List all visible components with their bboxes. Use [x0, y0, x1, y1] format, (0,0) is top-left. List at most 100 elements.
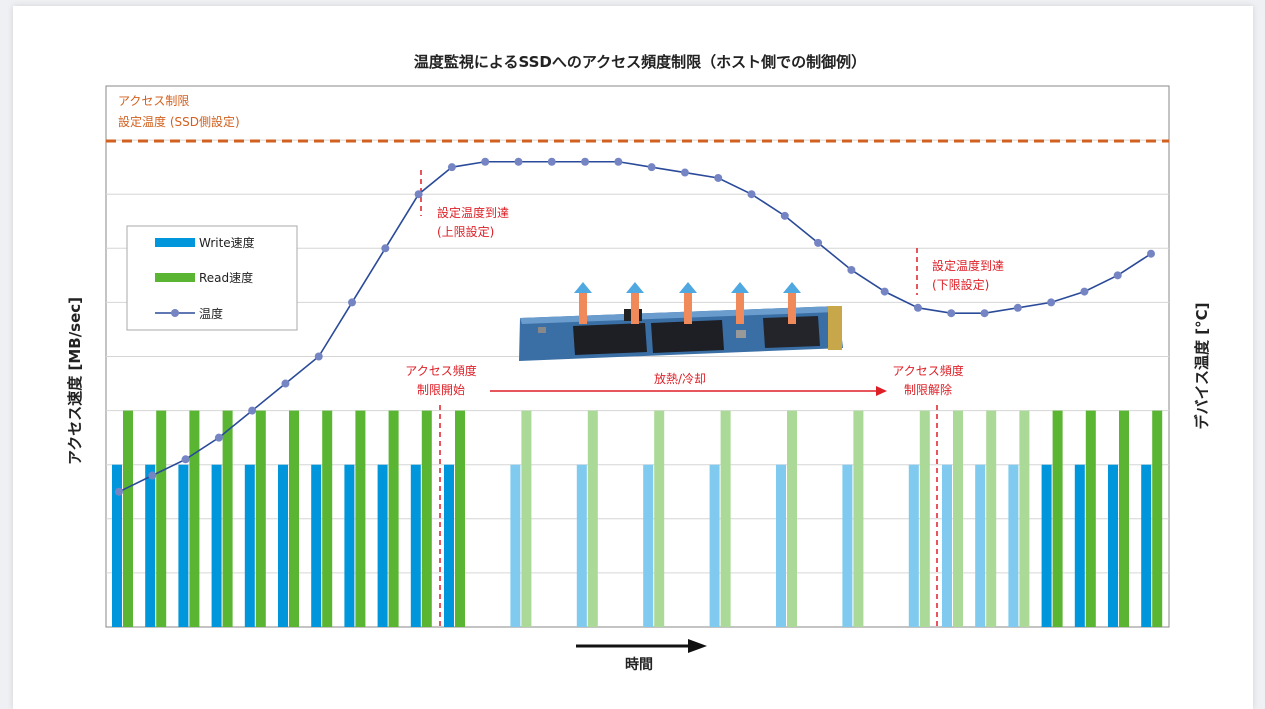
bar-write — [244, 464, 255, 627]
temperature-point — [714, 173, 723, 182]
cooling-label: 放熱/冷却 — [654, 371, 706, 386]
temperature-point — [1047, 298, 1056, 307]
legend-swatch-temp-point — [171, 309, 179, 317]
bar-write — [942, 464, 952, 627]
temperature-point — [847, 265, 856, 274]
bar-write — [444, 464, 454, 627]
temperature-point — [1080, 287, 1089, 296]
temperature-point — [248, 406, 257, 415]
temperature-point — [148, 471, 157, 480]
bar-series — [112, 410, 1163, 627]
bar-write — [278, 464, 288, 627]
temperature-point — [214, 433, 223, 442]
bar-read — [322, 410, 333, 627]
temperature-point — [747, 190, 756, 199]
temperature-point — [281, 379, 290, 388]
bar-read — [1152, 410, 1163, 627]
temperature-point — [780, 211, 789, 220]
bar-read — [255, 410, 266, 627]
bar-read — [787, 410, 797, 627]
end-label-1: アクセス頻度 — [892, 363, 963, 378]
temperature-point — [481, 157, 490, 166]
x-axis-label: 時間 — [625, 656, 653, 673]
bar-read — [455, 410, 465, 627]
bar-write — [776, 464, 786, 627]
bar-read — [1052, 410, 1063, 627]
temperature-point — [115, 487, 123, 496]
legend-swatch-read — [155, 273, 195, 282]
heat-arrow — [679, 282, 697, 324]
heat-arrow — [783, 282, 801, 324]
temperature-line — [118, 160, 1152, 493]
legend: Write速度 Read速度 温度 — [126, 225, 298, 331]
end-label-2: 制限解除 — [904, 382, 952, 397]
bar-write — [643, 464, 654, 627]
bar-read — [355, 410, 366, 627]
chart-title: 温度監視によるSSDへのアクセス頻度制限（ホスト側での制御例） — [414, 53, 866, 71]
bar-write — [1108, 464, 1118, 627]
bar-read — [521, 410, 532, 627]
temperature-point — [880, 287, 889, 296]
temperature-point — [647, 163, 656, 172]
temperature-point — [680, 168, 689, 177]
bar-write — [145, 464, 156, 627]
bar-write — [1041, 464, 1052, 627]
temperature-point — [547, 157, 556, 166]
bar-write — [510, 464, 521, 627]
legend-label-temp: 温度 — [199, 306, 223, 321]
bar-write — [975, 464, 986, 627]
bar-read — [289, 410, 299, 627]
temperature-point — [581, 157, 590, 166]
bar-write — [1008, 464, 1019, 627]
ssd-illustration — [519, 306, 843, 361]
bar-read — [156, 410, 167, 627]
temperature-point — [1113, 271, 1122, 280]
bar-write — [576, 464, 587, 627]
bar-write — [311, 464, 322, 627]
limit-label-2: 設定温度 (SSD側設定) — [118, 114, 240, 129]
bar-write — [842, 464, 853, 627]
bar-read — [189, 410, 200, 627]
bar-read — [986, 410, 997, 627]
y2-axis-label: デバイス温度 [°C] — [1193, 303, 1211, 430]
temperature-point — [614, 157, 623, 166]
lower-reached-label-2: (下限設定) — [932, 277, 989, 292]
legend-label-read: Read速度 — [199, 270, 253, 285]
heat-arrows — [574, 282, 801, 324]
upper-reached-label-1: 設定温度到達 — [437, 205, 509, 220]
temperature-point — [947, 309, 956, 318]
temperature-point — [1013, 303, 1022, 312]
bar-read — [388, 410, 399, 627]
bar-read — [123, 410, 133, 627]
temperature-point — [314, 352, 323, 361]
temperature-point — [181, 455, 190, 464]
bar-write — [1074, 464, 1085, 627]
bar-read — [222, 410, 233, 627]
start-label-1: アクセス頻度 — [405, 363, 476, 378]
legend-label-write: Write速度 — [199, 235, 255, 250]
bar-read — [953, 410, 963, 627]
bar-write — [211, 464, 222, 627]
time-arrow-head — [688, 639, 707, 653]
bar-write — [410, 464, 421, 627]
temperature-point — [1147, 249, 1155, 258]
temperature-point — [447, 163, 456, 172]
bar-read — [919, 410, 930, 627]
upper-reached-label-2: (上限設定) — [437, 224, 494, 239]
y-axis-label: アクセス速度 [MB/sec] — [66, 297, 84, 465]
bar-write — [1141, 464, 1152, 627]
bar-write — [709, 464, 720, 627]
temperature-point — [514, 157, 523, 166]
heat-arrow — [731, 282, 749, 324]
cooling-arrow-head — [876, 386, 887, 396]
bar-read — [1019, 410, 1030, 627]
start-label-2: 制限開始 — [417, 383, 465, 397]
bar-write — [344, 464, 355, 627]
bar-read — [720, 410, 731, 627]
temperature-point — [913, 303, 922, 312]
bar-read — [654, 410, 665, 627]
bar-read — [421, 410, 432, 627]
temperature-series — [115, 157, 1155, 496]
limit-label-1: アクセス制限 — [118, 94, 189, 108]
temperature-point — [381, 244, 390, 253]
